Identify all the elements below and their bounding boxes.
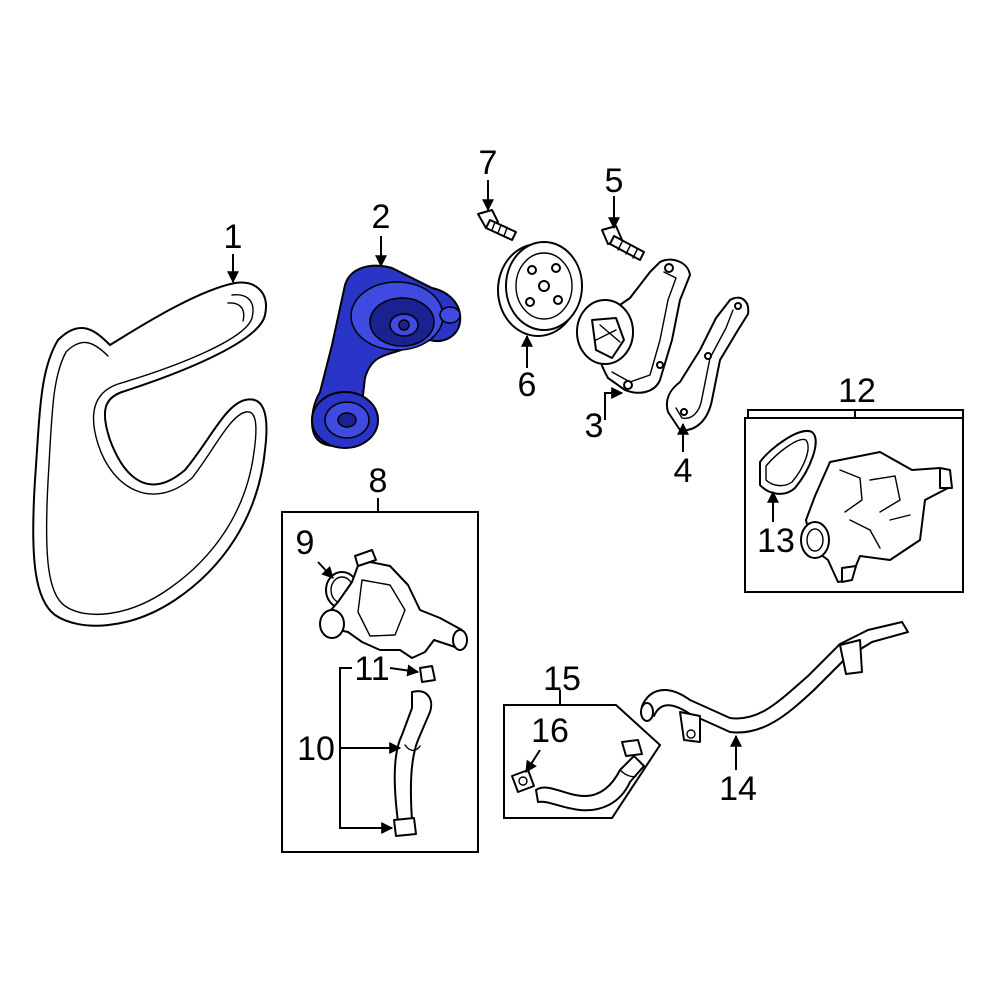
coolant-pipe[interactable] — [640, 621, 909, 743]
water-pump-bolt[interactable] — [601, 225, 645, 261]
thermostat-kit-box — [281, 511, 479, 853]
lower-radiator-hose[interactable] — [535, 755, 645, 812]
hose-clamp-16[interactable] — [511, 769, 535, 793]
callout-1: 1 — [224, 218, 243, 256]
callout-2: 2 — [372, 198, 391, 236]
callout-5: 5 — [605, 162, 624, 200]
lower-hose-kit-box — [503, 704, 662, 819]
callout-15: 15 — [543, 660, 581, 698]
callout-12: 12 — [838, 372, 876, 410]
callout-7: 7 — [479, 144, 498, 182]
callout-16: 16 — [531, 712, 569, 750]
callout-3: 3 — [585, 407, 604, 445]
callout-11: 11 — [354, 650, 389, 688]
callout-6: 6 — [518, 366, 537, 404]
callout-14: 14 — [719, 770, 757, 808]
callout-8: 8 — [369, 462, 388, 500]
serpentine-belt[interactable] — [32, 281, 268, 627]
callout-13: 13 — [757, 522, 795, 560]
water-pump[interactable] — [576, 258, 691, 394]
water-pump-pulley[interactable] — [497, 241, 583, 337]
callout-10: 10 — [297, 730, 335, 768]
callout-4: 4 — [674, 452, 693, 490]
hose-clamp-upper[interactable] — [419, 665, 436, 683]
thermostat-housing[interactable] — [800, 451, 953, 583]
thermostat-housing-small[interactable] — [319, 549, 468, 659]
callout-9: 9 — [296, 524, 315, 562]
pulley-bolt[interactable] — [477, 209, 517, 241]
housing-gasket[interactable] — [759, 429, 817, 495]
water-pump-gasket[interactable] — [666, 296, 750, 432]
bypass-hose[interactable] — [393, 690, 433, 823]
belt-tensioner[interactable] — [311, 264, 462, 449]
hose-clamp-box15[interactable] — [621, 739, 643, 757]
hose-clamp-lower[interactable] — [393, 817, 417, 837]
